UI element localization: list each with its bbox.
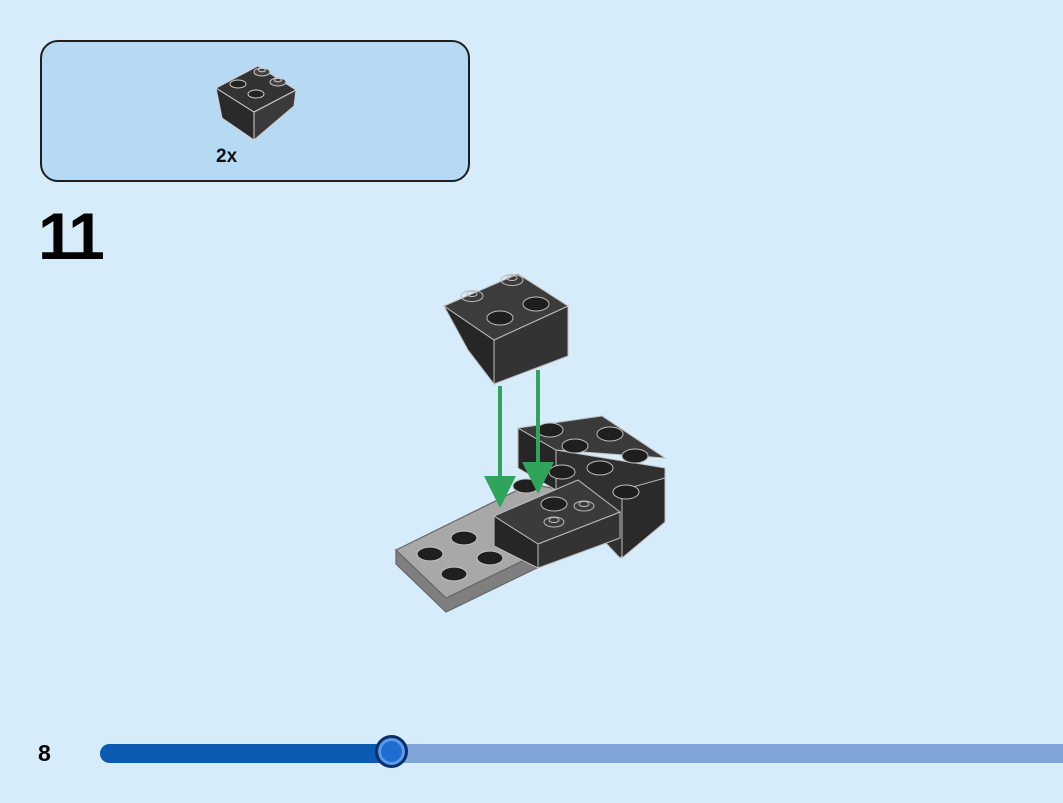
part-quantity: 2x [216,146,238,167]
page-number: 8 [38,740,51,766]
black-front-brick [492,464,622,569]
build-step-illustration [394,273,667,613]
progress-marker [375,735,408,768]
inverted-slope-brick [442,273,570,386]
black-inverted-slope-brick-icon [214,65,298,142]
placement-arrows [484,370,554,508]
step-number: 11 [38,199,105,273]
progress-fill [100,744,394,763]
parts-callout: 2x [40,40,470,182]
progress-bar [100,735,1063,768]
